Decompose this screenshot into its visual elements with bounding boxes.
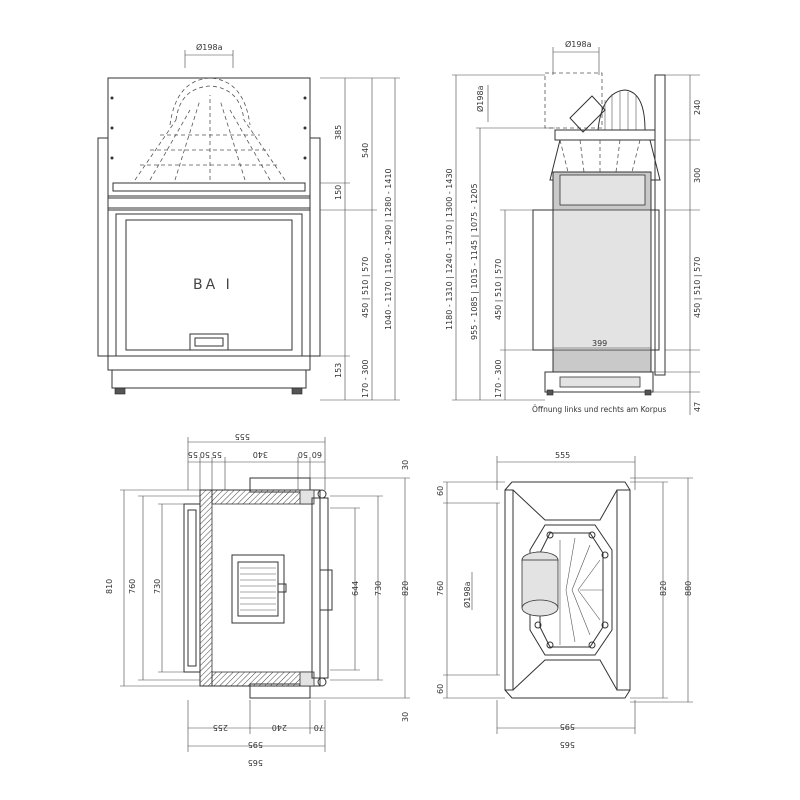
side-dim-300: 300 [693,168,702,183]
side-dim-240: 240 [693,100,702,115]
plan-right: 555 Ø198a 60 760 60 [436,451,693,749]
side-dim-c: 450 | 510 | 570 [494,259,503,320]
plan-left-bottom-70: 70 [314,723,324,732]
front-dim-540: 540 [361,143,370,158]
plan-right-flue-diameter: Ø198a [462,581,472,608]
plan-left: 555 55 50 55 340 50 60 30 [105,432,410,767]
plan-right-dim-760: 760 [436,581,445,596]
side-dim-d: 170 - 300 [494,359,503,398]
plan-left-top-p0: 55 [188,450,198,459]
plan-right-top-total: 555 [555,451,570,460]
plan-left-bottom-right: 30 [401,712,410,722]
plan-left-dim-760: 760 [128,579,137,594]
side-dim-firebox: 450 | 510 | 570 [693,257,702,318]
plan-left-top-p4: 50 [298,450,308,459]
side-flue-diameter-top: Ø198a [565,39,592,49]
plan-left-top-total: 555 [235,432,250,441]
front-view: Ø198a BA I [97,42,400,401]
front-dim-150: 150 [334,185,343,200]
plan-right-dim-820: 820 [659,581,668,596]
front-dim-firebox: 450 | 510 | 570 [361,257,370,318]
plan-left-dim-730: 730 [153,579,162,594]
plan-left-dim-730r: 730 [374,581,383,596]
plan-right-bottom-total: 595 [560,722,575,731]
front-flue-diameter: Ø198a [196,42,223,52]
model-label: BA I [193,277,233,293]
side-dim-a: 1180 - 1310 | 1240 - 1370 | 1300 - 1430 [445,168,454,330]
plan-left-top-p3: 340 [253,450,268,459]
plan-right-dim-60b: 60 [436,684,445,694]
plan-left-top-right: 30 [401,460,410,470]
side-note: Öffnung links und rechts am Korpus [532,405,666,414]
plan-left-dim-644: 644 [351,581,360,596]
plan-left-top-p1: 50 [200,450,210,459]
side-flue-diameter-side: Ø198a [475,85,485,112]
plan-left-bottom-total: 595 [248,740,263,749]
side-dim-b: 955 - 1085 | 1015 - 1145 | 1075 - 1205 [470,183,479,340]
side-depth-label: 399 [592,339,607,348]
plan-left-bottom-255: 255 [213,723,228,732]
plan-right-dim-60a: 60 [436,486,445,496]
plan-left-bottom-240: 240 [272,723,287,732]
front-dim-total: 1040 - 1170 | 1160 - 1290 | 1280 - 1410 [384,168,393,330]
plan-left-top-p2: 55 [212,450,222,459]
plan-left-top-p5: 60 [312,450,322,459]
side-dim-47: 47 [693,402,702,412]
side-view: Ø198a 399 Ø198a 1180 [445,39,702,415]
front-dim-385: 385 [334,125,343,140]
plan-right-bottom-total2: 565 [560,740,575,749]
plan-left-bottom-total2: 565 [248,758,263,767]
plan-left-dim-810: 810 [105,579,114,594]
plan-right-dim-880: 880 [684,581,693,596]
front-dim-153: 153 [334,363,343,378]
plan-left-dim-820: 820 [401,581,410,596]
front-dim-base: 170 - 300 [361,359,370,398]
